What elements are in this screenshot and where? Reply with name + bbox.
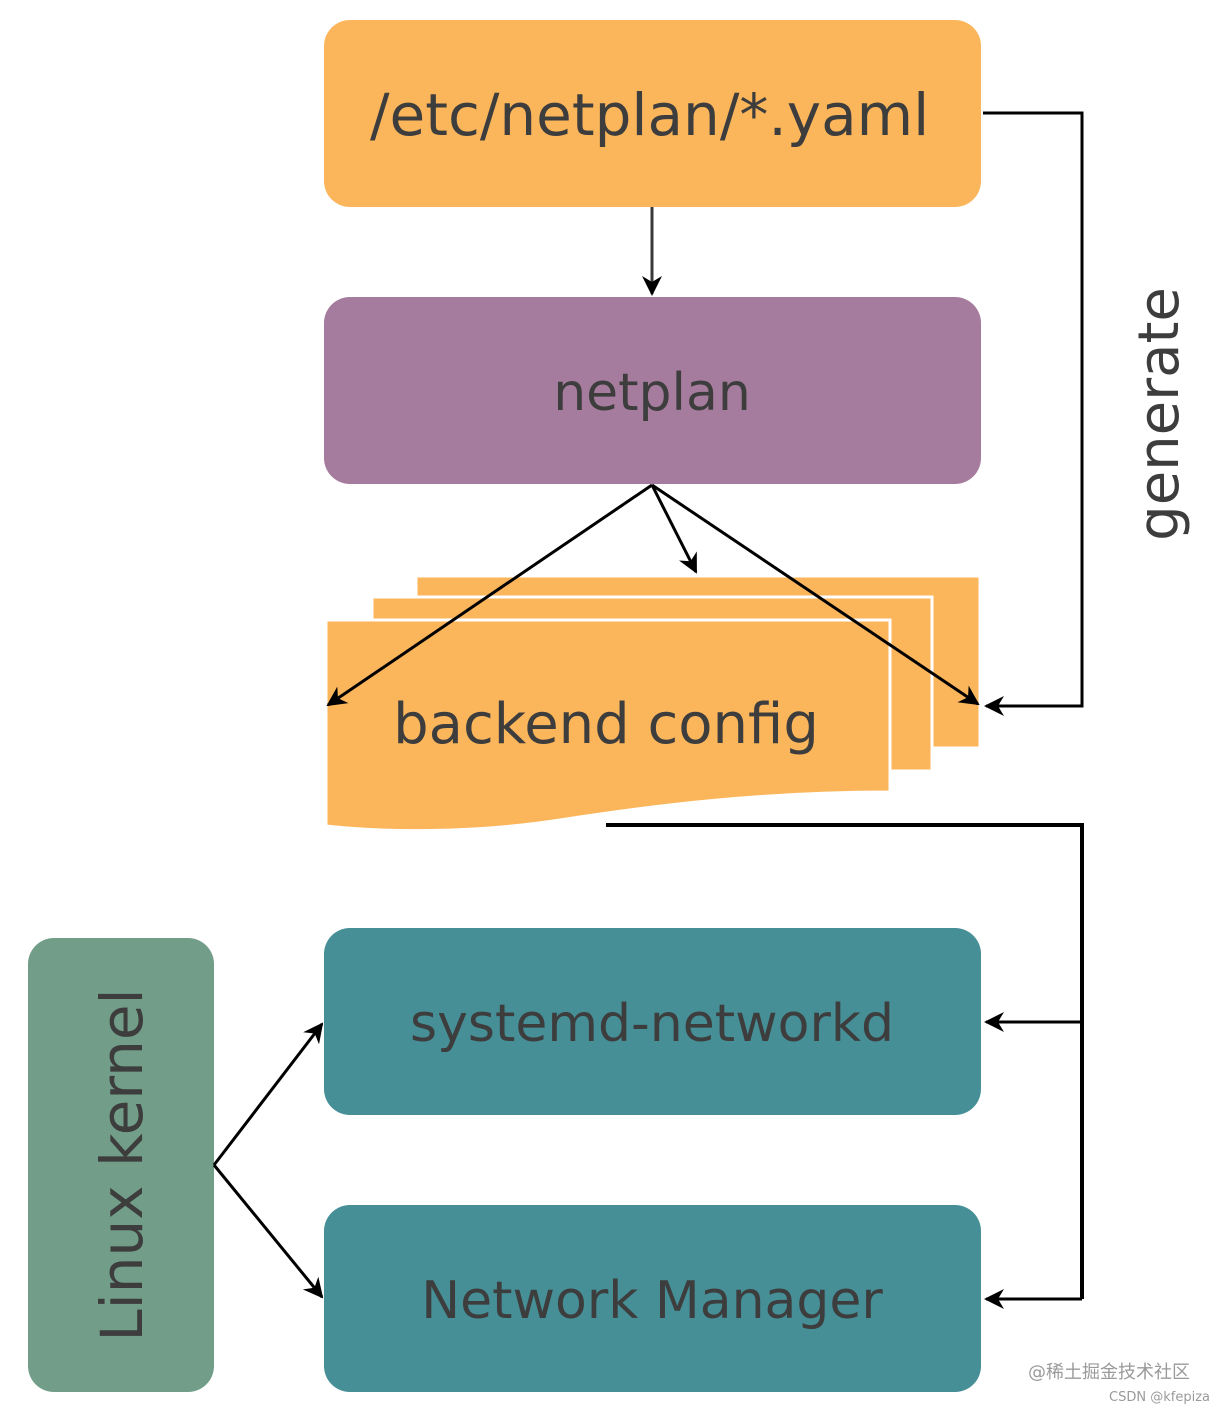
netplan-node: netplan (324, 297, 981, 484)
network-manager-node: Network Manager (324, 1205, 981, 1392)
linux-kernel-box (28, 938, 214, 1392)
systemd-networkd-box (324, 928, 981, 1115)
linux-kernel-label: Linux kernel (88, 988, 156, 1341)
generate-connector (983, 111, 1084, 716)
netplan-box (324, 297, 981, 484)
arrow-kernel-to-systemd-networkd (212, 1022, 324, 1166)
arrow-netplan-to-backend-center (650, 484, 698, 574)
yaml-config-node: /etc/netplan/*.yaml (324, 20, 981, 207)
systemd-networkd-label: systemd-networkd (410, 994, 894, 1054)
linux-kernel-node: Linux kernel (28, 938, 214, 1392)
netplan-label: netplan (553, 363, 751, 423)
arrow-netplan-to-backend-left (326, 483, 653, 707)
arrow-kernel-to-network-manager (212, 1164, 324, 1299)
backend-config-page-front (324, 618, 892, 833)
juejin-watermark: @稀土掘金技术社区 (1028, 1362, 1190, 1383)
backend-config-node: backend config (324, 574, 982, 833)
network-manager-label: Network Manager (421, 1271, 883, 1331)
arrow-netplan-to-backend-right (651, 483, 980, 706)
yaml-config-box (324, 20, 981, 207)
generate-label: generate (1127, 287, 1192, 541)
backend-config-label: backend config (393, 692, 819, 757)
backend-to-services-connector (606, 823, 1084, 1299)
network-manager-box (324, 1205, 981, 1392)
yaml-config-label: /etc/netplan/*.yaml (370, 81, 929, 149)
systemd-networkd-node: systemd-networkd (324, 928, 981, 1115)
csdn-watermark: CSDN @kfepiza (1109, 1390, 1210, 1405)
